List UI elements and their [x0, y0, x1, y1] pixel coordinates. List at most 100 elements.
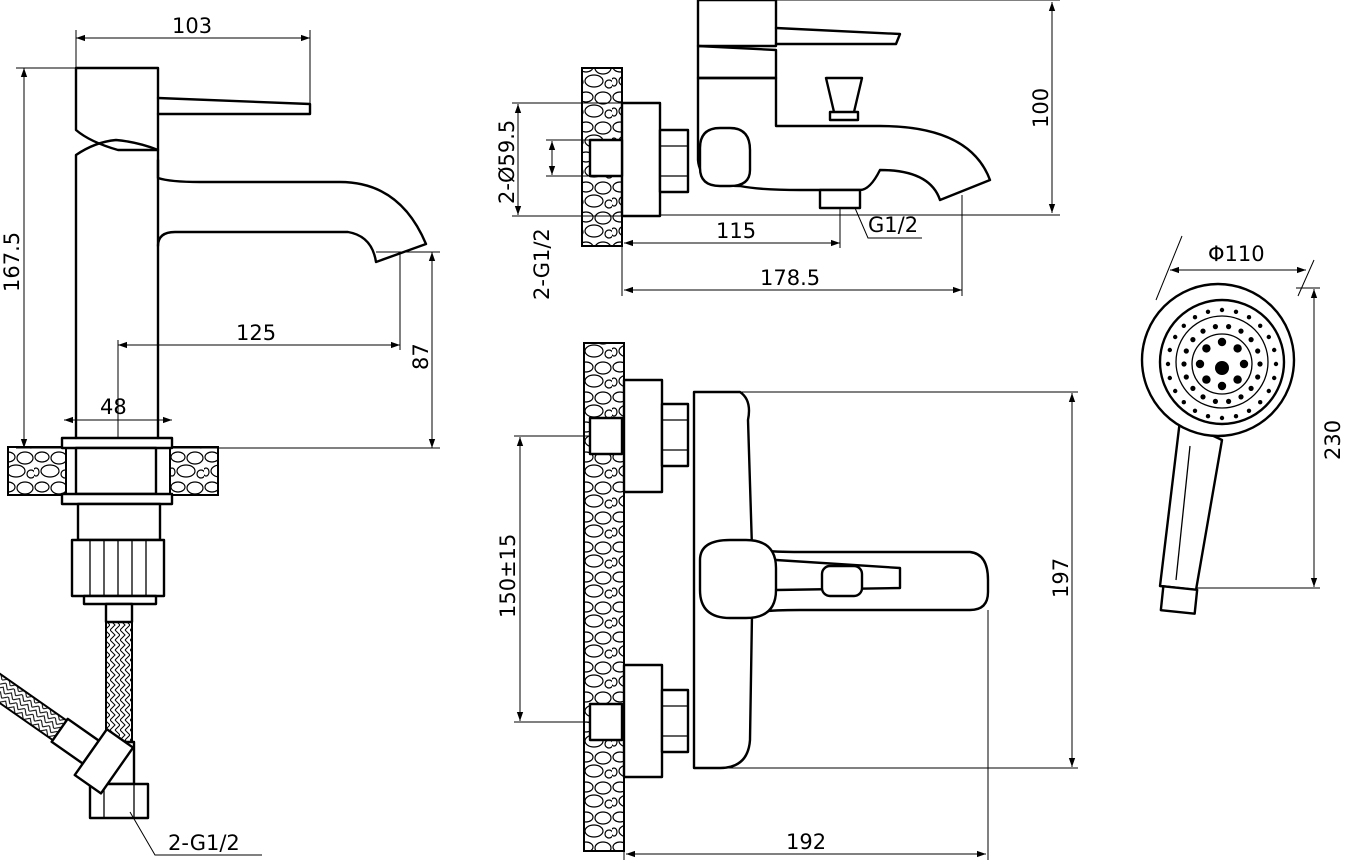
front-width-extension [623, 610, 989, 860]
side-lever [774, 26, 902, 46]
shower-hose-connector [1159, 585, 1199, 615]
shower-nozzles [1165, 307, 1279, 421]
basin-counter-left [7, 446, 67, 496]
shower-nozzle [1255, 348, 1261, 354]
shower-nozzle [1200, 328, 1206, 334]
basin-spout-height-label: 87 [409, 343, 433, 370]
front-upper-inlet [588, 416, 624, 456]
basin-deck-flange [60, 436, 174, 450]
basin-hose-angled [0, 669, 68, 742]
basin-height-extension [16, 67, 76, 449]
front-lower-nut-lines [662, 705, 688, 737]
side-projection-label: 178.5 [760, 266, 820, 290]
front-upper-nut [660, 402, 690, 468]
side-inlet-extension [546, 139, 590, 177]
shower-nozzle [1226, 324, 1232, 330]
shower-nozzle [1248, 337, 1254, 343]
side-nut-lines [660, 145, 688, 177]
shower-nozzle [1205, 414, 1211, 419]
side-diverter-knob [698, 126, 752, 188]
shower-nozzle [1246, 408, 1252, 413]
shower-nozzle [1190, 385, 1196, 391]
side-flange-diameter-label: 2-Ø59.5 [495, 120, 519, 204]
front-lower-nut [660, 688, 690, 754]
side-outlet [818, 188, 862, 210]
basin-fixing-stem [76, 502, 162, 542]
front-centers-extension [514, 435, 590, 723]
bath-mixer-side-drawing: 100 2-Ø59.5 2-G1/2 115 G1/2 178.5 [495, 0, 1060, 300]
shower-nozzle [1258, 323, 1263, 328]
shower-nozzle [1202, 375, 1211, 384]
shower-nozzle [1272, 375, 1277, 381]
shower-nozzle [1272, 347, 1277, 353]
side-outlet-thread-leader [854, 207, 922, 239]
side-outlet-distance-label: 115 [716, 219, 756, 243]
shower-nozzle [1219, 415, 1225, 421]
shower-nozzle [1173, 334, 1178, 340]
front-pull-knob [820, 564, 864, 598]
side-flange-extension [512, 102, 660, 217]
basin-mixer-drawing: 2-G1/2 103 167.5 125 87 48 [0, 14, 440, 856]
basin-reach-label: 125 [236, 321, 276, 345]
shower-nozzle [1248, 385, 1254, 391]
shower-nozzle [1233, 414, 1239, 419]
shower-nozzle [1195, 359, 1205, 369]
shower-length-label: 230 [1321, 420, 1345, 460]
front-centers-label: 150±15 [496, 534, 520, 618]
front-upper-flange [622, 378, 664, 494]
front-upper-nut-lines [662, 419, 688, 451]
shower-spray-ring [1175, 315, 1269, 409]
shower-nozzle [1181, 361, 1187, 367]
basin-hose-thread-leader [129, 811, 262, 856]
shower-handle [1158, 418, 1224, 592]
front-height-extension [694, 391, 1078, 769]
basin-hose-thread-label: 2-G1/2 [168, 831, 240, 855]
shower-nozzle [1192, 315, 1198, 320]
side-outlet-extension [621, 208, 841, 296]
front-handle-hub [698, 538, 778, 620]
shower-nozzle [1217, 381, 1227, 391]
shower-nozzle [1181, 400, 1187, 405]
basin-lever [156, 96, 312, 116]
front-lower-flange [622, 663, 664, 779]
shower-nozzle [1258, 400, 1263, 405]
basin-spout [156, 158, 428, 264]
shower-nozzle [1238, 328, 1244, 334]
shower-nozzle [1238, 394, 1244, 400]
side-inlet-thread-label: 2-G1/2 [530, 228, 554, 300]
basin-body-diameter-label: 48 [100, 395, 127, 419]
shower-head-diameter-label: Φ110 [1208, 242, 1265, 266]
shower-nozzle [1257, 361, 1263, 367]
shower-nozzle [1233, 344, 1242, 353]
side-handle-top [696, 0, 778, 48]
shower-head-outer [1140, 282, 1296, 438]
shower-nozzle [1233, 375, 1242, 384]
front-width-label: 192 [786, 830, 826, 854]
basin-lower-flange [60, 492, 174, 506]
side-pull-knob [824, 76, 864, 122]
shower-nozzle [1226, 398, 1232, 404]
shower-nozzle [1183, 374, 1189, 380]
shower-nozzle [1205, 309, 1211, 314]
shower-nozzle [1200, 394, 1206, 400]
shower-nozzle [1219, 307, 1225, 313]
side-height-label: 100 [1029, 88, 1053, 128]
front-height-label: 197 [1049, 558, 1073, 598]
shower-head-inner [1158, 298, 1286, 426]
side-outlet-thread-label: G1/2 [868, 213, 918, 237]
shower-nozzle [1217, 337, 1227, 347]
basin-counter-right [169, 446, 219, 496]
basin-nut-flutes [89, 540, 147, 596]
shower-nozzle [1165, 361, 1171, 367]
shower-handle-inner [1175, 445, 1191, 581]
shower-length-extension [1196, 287, 1320, 589]
shower-nozzle [1212, 398, 1218, 404]
shower-nozzle [1183, 348, 1189, 354]
shower-nozzle [1239, 359, 1249, 369]
shower-nozzle [1192, 408, 1198, 413]
shower-nozzle [1173, 388, 1178, 394]
basin-hose-connector [104, 602, 134, 624]
basin-hose-angled-nut [73, 727, 135, 795]
shower-diameter-extension [1155, 235, 1315, 301]
